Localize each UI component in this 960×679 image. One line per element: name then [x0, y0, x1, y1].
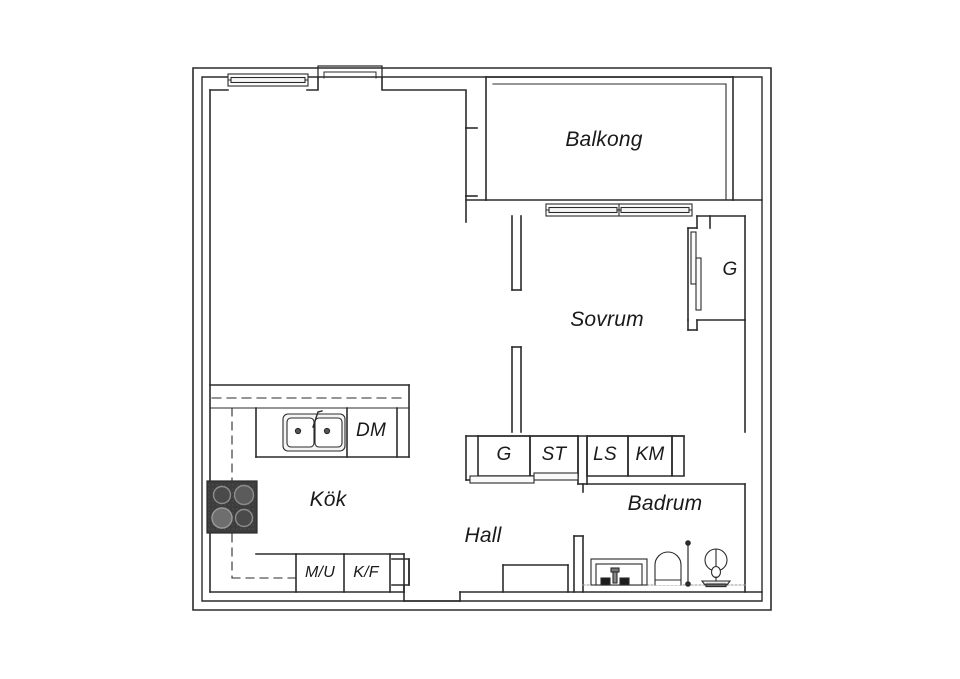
bathtub-icon: [590, 558, 648, 586]
bedroom-walls: [511, 215, 746, 433]
washbasin-icon: [700, 548, 732, 588]
fixture-label-dm: DM: [356, 420, 386, 441]
hall-walls: [403, 535, 763, 602]
fixture-label-g-bedroom: G: [722, 259, 738, 280]
fixture-label-mu: M/U: [305, 564, 335, 581]
door-icon-closet: [690, 231, 702, 311]
fixture-label-st: ST: [541, 444, 567, 465]
fixture-label-ls: LS: [593, 444, 617, 465]
closet-row: [465, 435, 685, 485]
kitchen-counter: [209, 384, 410, 579]
fixture-label-km: KM: [635, 444, 665, 465]
window-icon-kitchen: [227, 73, 309, 87]
shower-pole-icon: [685, 540, 691, 587]
room-label-badrum: Badrum: [627, 492, 703, 515]
kitchen-lower-counter: [209, 553, 410, 602]
balcony-walls: [485, 76, 734, 201]
stove-icon: [206, 480, 258, 534]
fixture-label-kf: K/F: [353, 564, 379, 581]
room-label-hall: Hall: [464, 524, 502, 547]
toilet-icon: [654, 551, 682, 586]
fixture-label-g-hall: G: [496, 444, 512, 465]
closet-g-bedroom: [687, 215, 746, 321]
room-label-sovrum: Sovrum: [570, 308, 644, 331]
room-label-balkong: Balkong: [565, 128, 643, 151]
window-icon-balcony: [545, 203, 693, 217]
exterior-wall-outer: [192, 67, 772, 611]
room-label-kok: Kök: [309, 488, 347, 511]
roof-niche: [317, 65, 383, 79]
exterior-wall-inner: [201, 76, 763, 602]
kitchen-sink-icon: [282, 410, 346, 452]
